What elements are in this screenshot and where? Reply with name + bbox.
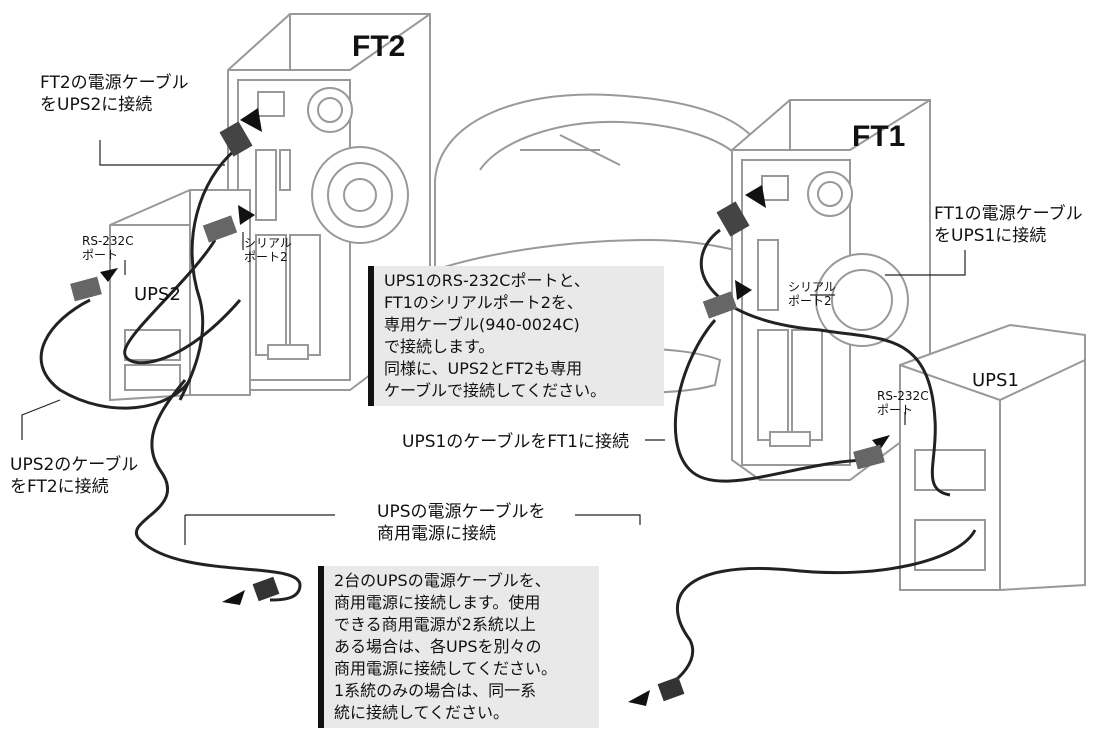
serial-left-label: シリアル ポート2 [244, 236, 292, 264]
ft1-title: FT1 [852, 120, 906, 153]
ups2-cable-label: UPS2のケーブル をFT2に接続 [10, 455, 139, 497]
ft1-power-label: FT1の電源ケーブル をUPS1に接続 [934, 204, 1083, 246]
rs232c-left-label: RS-232C ポート [82, 234, 134, 262]
leader-lines [21, 140, 966, 545]
plugs-and-arrows [70, 108, 890, 706]
ups2-label: UPS2 [134, 284, 181, 305]
ft1-server [731, 99, 931, 481]
serial-connection-note: UPS1のRS-232Cポートと、 FT1のシリアルポート2を、 専用ケーブル(… [368, 266, 664, 406]
ups-power-label: UPSの電源ケーブルを 商用電源に接続 [377, 502, 546, 544]
ups1-cable-label: UPS1のケーブルをFT1に接続 [402, 432, 629, 452]
power-connection-note: 2台のUPSの電源ケーブルを、 商用電源に接続します。使用 できる商用電源が2系… [318, 566, 599, 728]
serial-right-label: シリアル ポート2 [788, 280, 836, 308]
cables [39, 148, 977, 692]
ft2-title: FT2 [352, 30, 406, 63]
ft2-power-label: FT2の電源ケーブル をUPS2に接続 [40, 73, 189, 115]
ups1-unit [899, 323, 1086, 591]
ups1-label: UPS1 [972, 370, 1019, 391]
rs232c-right-label: RS-232C ポート [877, 389, 929, 417]
